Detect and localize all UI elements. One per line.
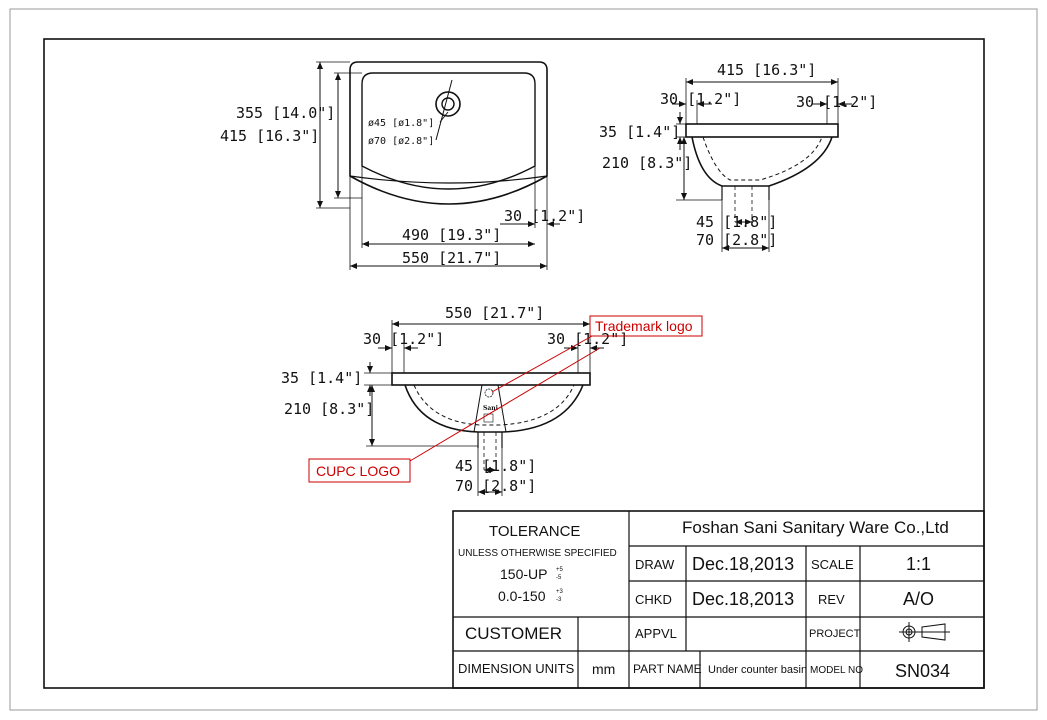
cupc-mark [483,413,494,423]
chkd-date: Dec.18,2013 [692,589,794,609]
drain-hole-inner [441,97,455,111]
front-rim-left-label: 30 [1.2"] [363,330,444,348]
project-label: PROJECT [809,628,861,640]
rev-label: REV [818,592,845,607]
trademark-callout-box [589,315,703,337]
rev-value: A/O [903,589,934,609]
appvl-label: APPVL [635,626,677,641]
draw-label: DRAW [635,557,675,572]
top-hole-large-label: ø70 [ø2.8"] [368,136,434,147]
top-width-inner-label: 490 [19.3"] [402,226,501,244]
tolerance-2-minus: -3 [556,597,562,603]
side-bowl-inner [702,136,823,181]
side-drain-large-label: 70 [2.8"] [696,231,777,249]
customer-label: CUSTOMER [465,624,562,643]
tolerance-2-plus: +3 [556,589,564,595]
top-view-bowl-curve [349,175,548,184]
title-block [452,510,985,689]
top-view [316,61,560,270]
side-depth-label: 210 [8.3"] [602,154,692,172]
front-rim [391,372,591,386]
units-value: mm [592,661,615,677]
unless-specified: UNLESS OTHERWISE SPECIFIED [458,548,617,559]
side-bowl-outer [691,136,833,187]
cupc-label: CUPC LOGO [316,463,400,479]
projection-symbol-icon [899,622,950,642]
side-rim-height-label: 35 [1.4"] [599,123,680,141]
part-name-value: Under counter basin [708,664,807,676]
trademark-leader [491,335,593,393]
tolerance-1: 150-UP [500,566,547,582]
model-no-label: MODEL NO [810,665,863,676]
scale-label: SCALE [811,557,854,572]
dimension-units-label: DIMENSION UNITS [458,661,575,676]
tolerance-heading: TOLERANCE [489,523,580,540]
drain-hole-outer [435,91,461,117]
front-drain-small-label: 45 [1.8"] [455,457,536,475]
side-rim-left-label: 30 [1.2"] [660,90,741,108]
front-depth-label: 210 [8.3"] [284,400,374,418]
cupc-callout-box [308,458,411,483]
side-view [672,78,852,252]
part-name-label: PART NAME [633,662,702,676]
trademark-label: Trademark logo [595,318,693,334]
company-name: Foshan Sani Sanitary Ware Co.,Ltd [682,518,949,537]
top-rim-label: 30 [1.2"] [504,207,585,225]
top-hole-small-label: ø45 [ø1.8"] [368,118,434,129]
top-depth-outer-label: 415 [16.3"] [220,127,319,145]
model-no-value: SN034 [895,661,950,681]
draw-date: Dec.18,2013 [692,554,794,574]
front-rim-height-label: 35 [1.4"] [281,369,362,387]
chkd-label: CHKD [635,592,672,607]
cupc-leader [409,347,601,462]
tolerance-2: 0.0-150 [498,588,546,604]
logo-circle [484,388,494,398]
front-logo-mark: Sani [483,405,499,412]
scale-value: 1:1 [906,554,931,574]
side-rim [685,123,839,138]
top-view-inner [361,72,536,190]
front-bowl-inner [413,384,575,426]
top-width-outer-label: 550 [21.7"] [402,249,501,267]
front-view [364,320,604,496]
top-depth-inner-label: 355 [14.0"] [236,104,335,122]
front-width-label: 550 [21.7"] [445,304,544,322]
front-drain-body [473,384,507,433]
annotations [308,315,703,483]
outer-border [9,8,1038,711]
side-drain-small-label: 45 [1.8"] [696,213,777,231]
tolerance-1-minus: -5 [556,575,562,581]
side-rim-right-label: 30 [1.2"] [796,93,877,111]
side-width-label: 415 [16.3"] [717,61,816,79]
top-view-outline [349,61,548,205]
tolerance-1-plus: +5 [556,567,564,573]
front-drain-large-label: 70 [2.8"] [455,477,536,495]
